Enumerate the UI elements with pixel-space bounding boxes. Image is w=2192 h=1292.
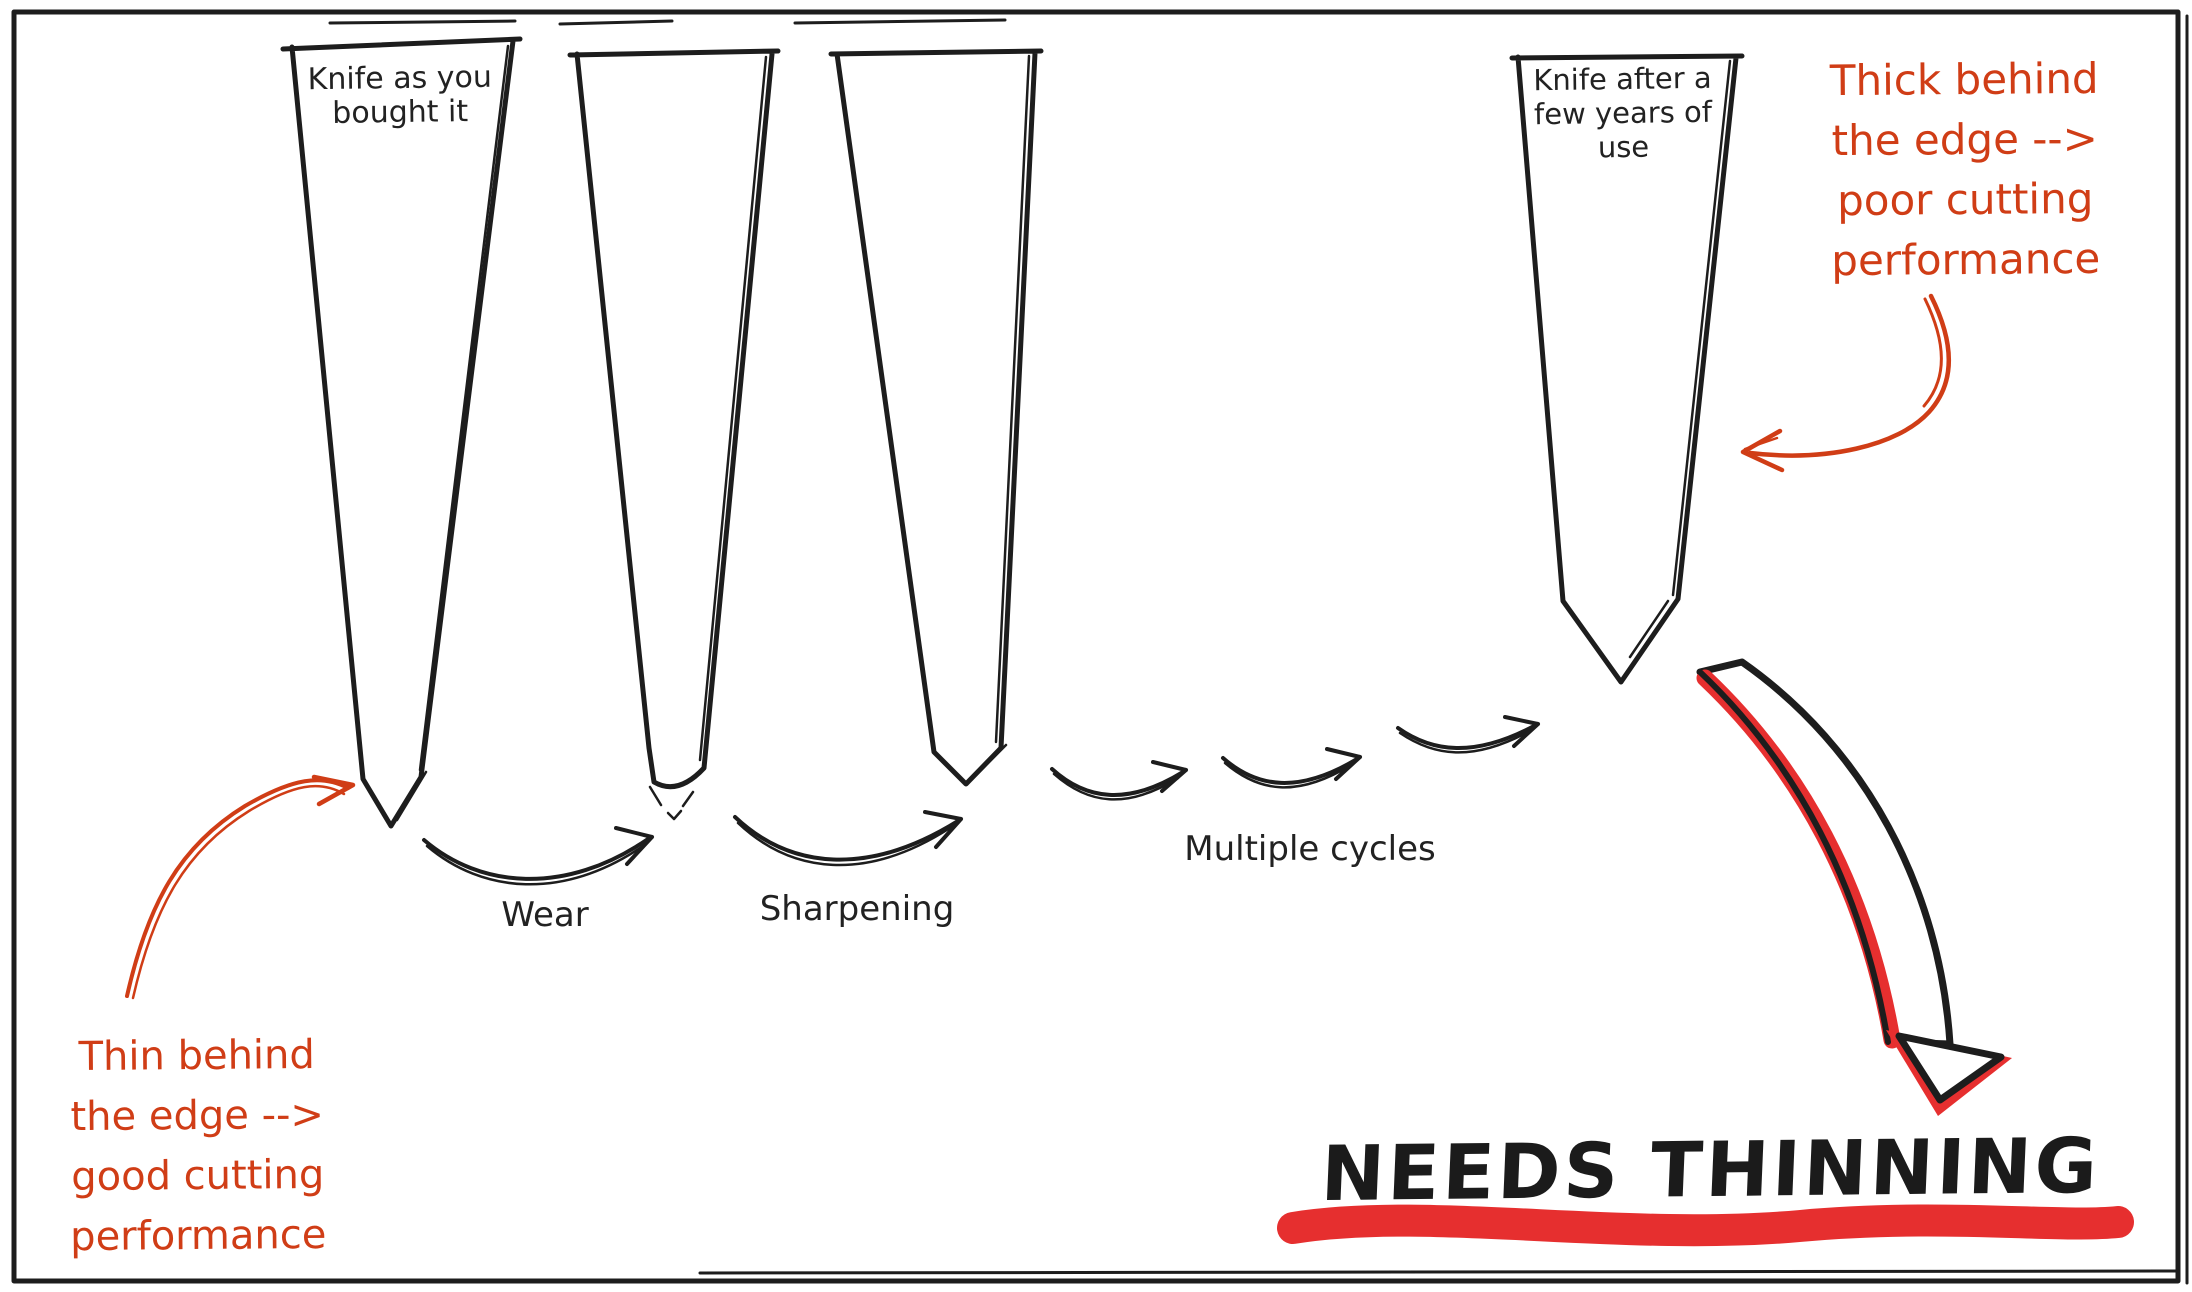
big-down-arrow-icon [1696,658,2012,1116]
blade-worn [567,48,781,821]
blade-new [280,36,523,829]
sharpening-label: Sharpening [759,889,955,929]
blade-old [1509,53,1745,685]
cycle-arrow-icon-1 [1050,760,1188,801]
blade-sharpened [828,48,1044,787]
multiple-cycles-label: Multiple cycles [1184,829,1436,869]
cycle-arrow-icon-3 [1396,715,1540,754]
thin-note: Thin behind the edge --> good cutting pe… [69,1031,327,1261]
thick-pointer-arrow-icon [1740,293,1951,473]
thick-note: Thick behind the edge --> poor cutting p… [1829,53,2101,286]
red-pointer-strokes [125,293,1951,1000]
frame-border [11,9,2181,1284]
sharpening-arrow-icon [733,810,963,867]
knife-old-label: Knife after a few years of use [1533,60,1713,165]
cycle-arrow-icon-2 [1221,747,1362,789]
wear-label: Wear [501,895,589,935]
frame-border-double-lines [328,14,2189,1285]
red-underline [1277,1204,2134,1247]
ink-strokes [11,9,2189,1285]
knife-new-label: Knife as you bought it [307,59,493,131]
needs-thinning-title: NEEDS THINNING [1319,1120,2102,1219]
worn-edge-dashes [648,785,695,821]
thin-pointer-arrow-icon [125,774,356,1000]
wear-arrow-icon [422,826,654,886]
